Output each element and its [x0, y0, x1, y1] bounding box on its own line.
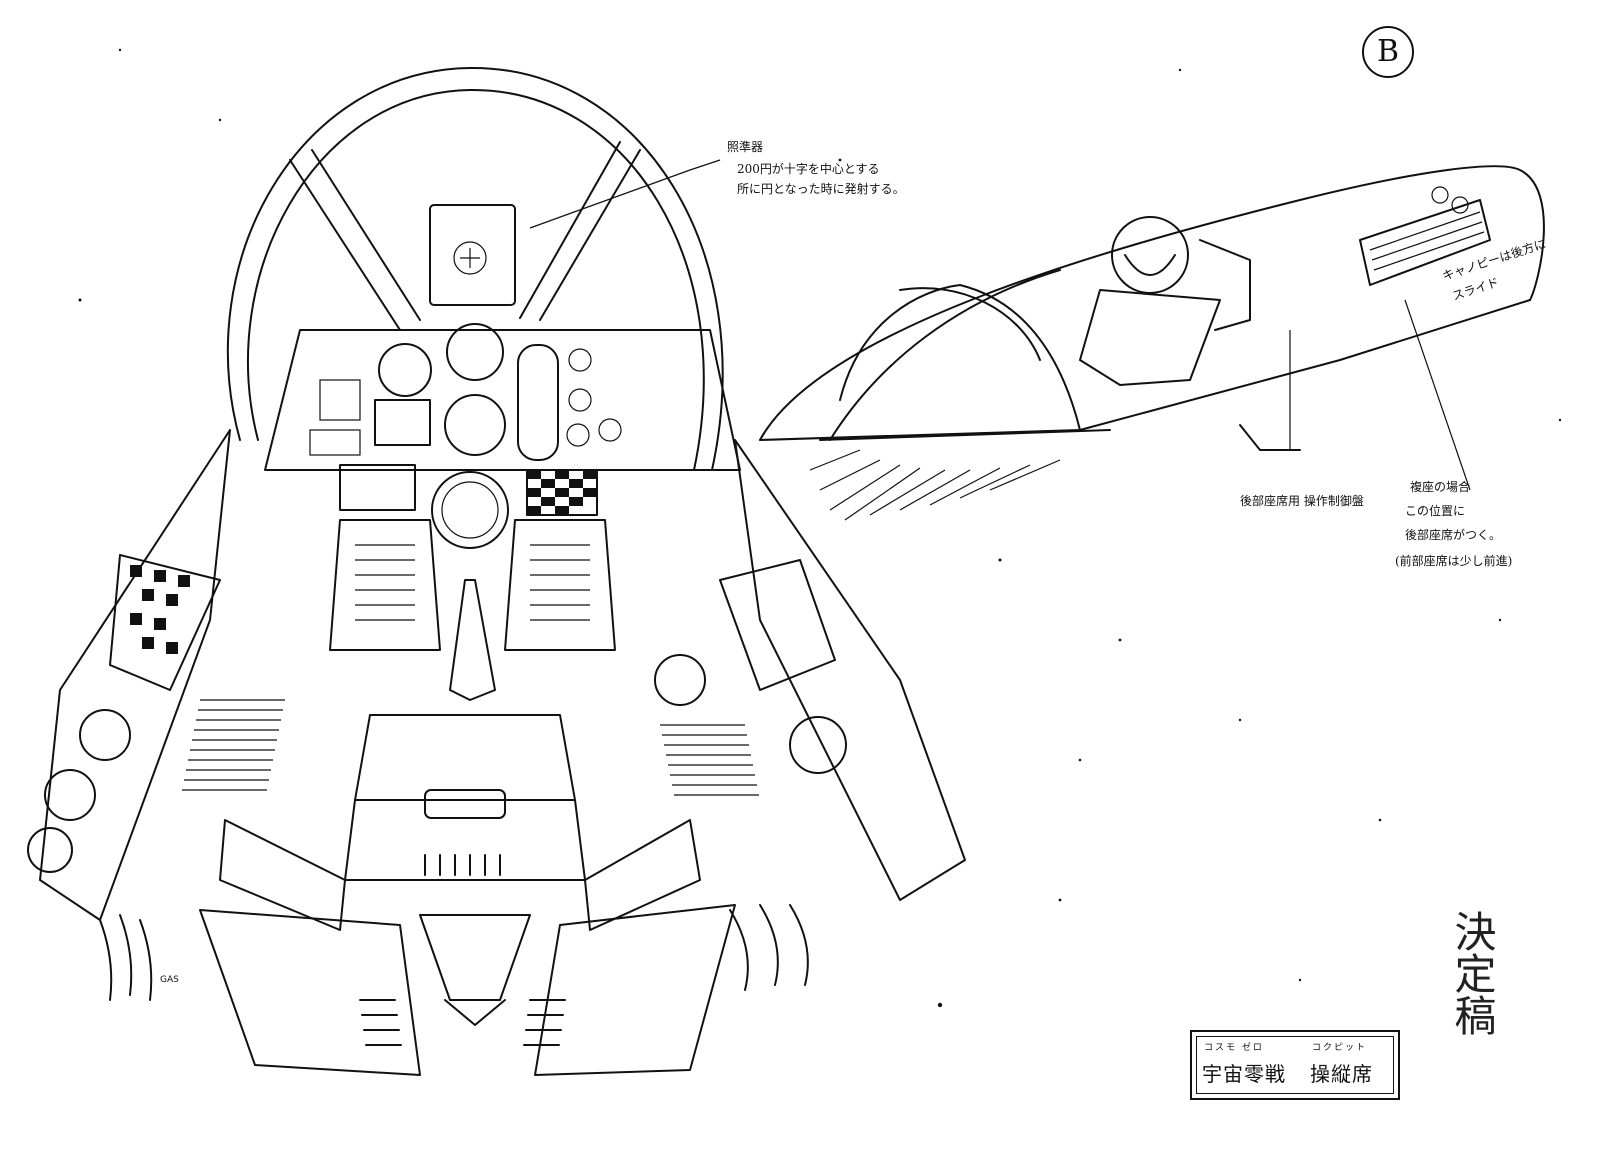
title-left: 宇宙零戦: [1202, 1062, 1286, 1086]
copilot-note-line1: 複座の場合: [1410, 480, 1471, 494]
rear-seat-control-note: 後部座席用 操作制御盤: [1240, 494, 1364, 508]
approval-stamp: 決定稿: [1448, 910, 1497, 1036]
gunsight-note-title: 照準器: [727, 140, 764, 154]
title-ruby-left: コスモ ゼロ: [1204, 1043, 1264, 1053]
gunsight-note-line1: 200円が十字を中心とする: [737, 162, 880, 176]
paper-speckles: [78, 48, 1562, 1008]
gunsight-note-line2: 所に円となった時に発射する。: [737, 182, 905, 196]
title-block: コスモ ゼロ コクピット 宇宙零戦 操縦席: [1190, 1030, 1400, 1100]
title-block-inner: [1196, 1036, 1394, 1094]
title-ruby-right: コクピット: [1312, 1043, 1368, 1053]
artist-signature: GAS: [160, 975, 179, 985]
page-marker: B: [1362, 26, 1414, 78]
front-cockpit-view: [27, 66, 966, 1076]
side-cockpit-view: [529, 159, 1545, 521]
copilot-note-line2: この位置に: [1405, 504, 1466, 518]
copilot-note-line4: (前部座席は少し前進): [1395, 554, 1513, 568]
title-right: 操縦席: [1310, 1062, 1373, 1086]
copilot-note-line3: 後部座席がつく。: [1405, 528, 1502, 542]
